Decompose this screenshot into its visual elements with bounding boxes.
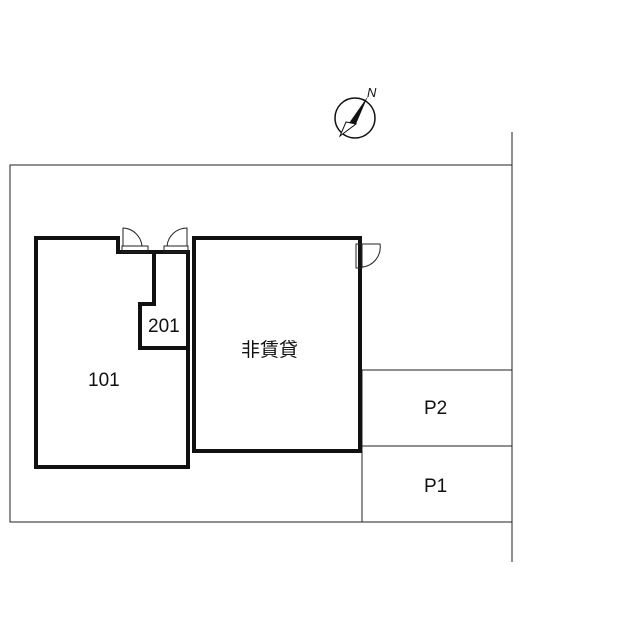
door-non-rental [355,243,381,269]
parking-label-p2: P2 [424,398,447,419]
parking-area [361,369,512,522]
compass-rose: N [334,85,377,139]
unit-label-101: 101 [88,370,120,391]
parking-label-p1: P1 [424,476,447,497]
unit-label-201: 201 [148,316,180,337]
north-label: N [367,85,377,100]
unit-101-outline [34,236,190,469]
unit-label-non-rental: 非賃貸 [241,339,298,361]
door-201 [163,227,189,253]
door-101 [121,227,149,253]
site-boundary [9,132,513,562]
non-rental-outline [192,236,362,453]
